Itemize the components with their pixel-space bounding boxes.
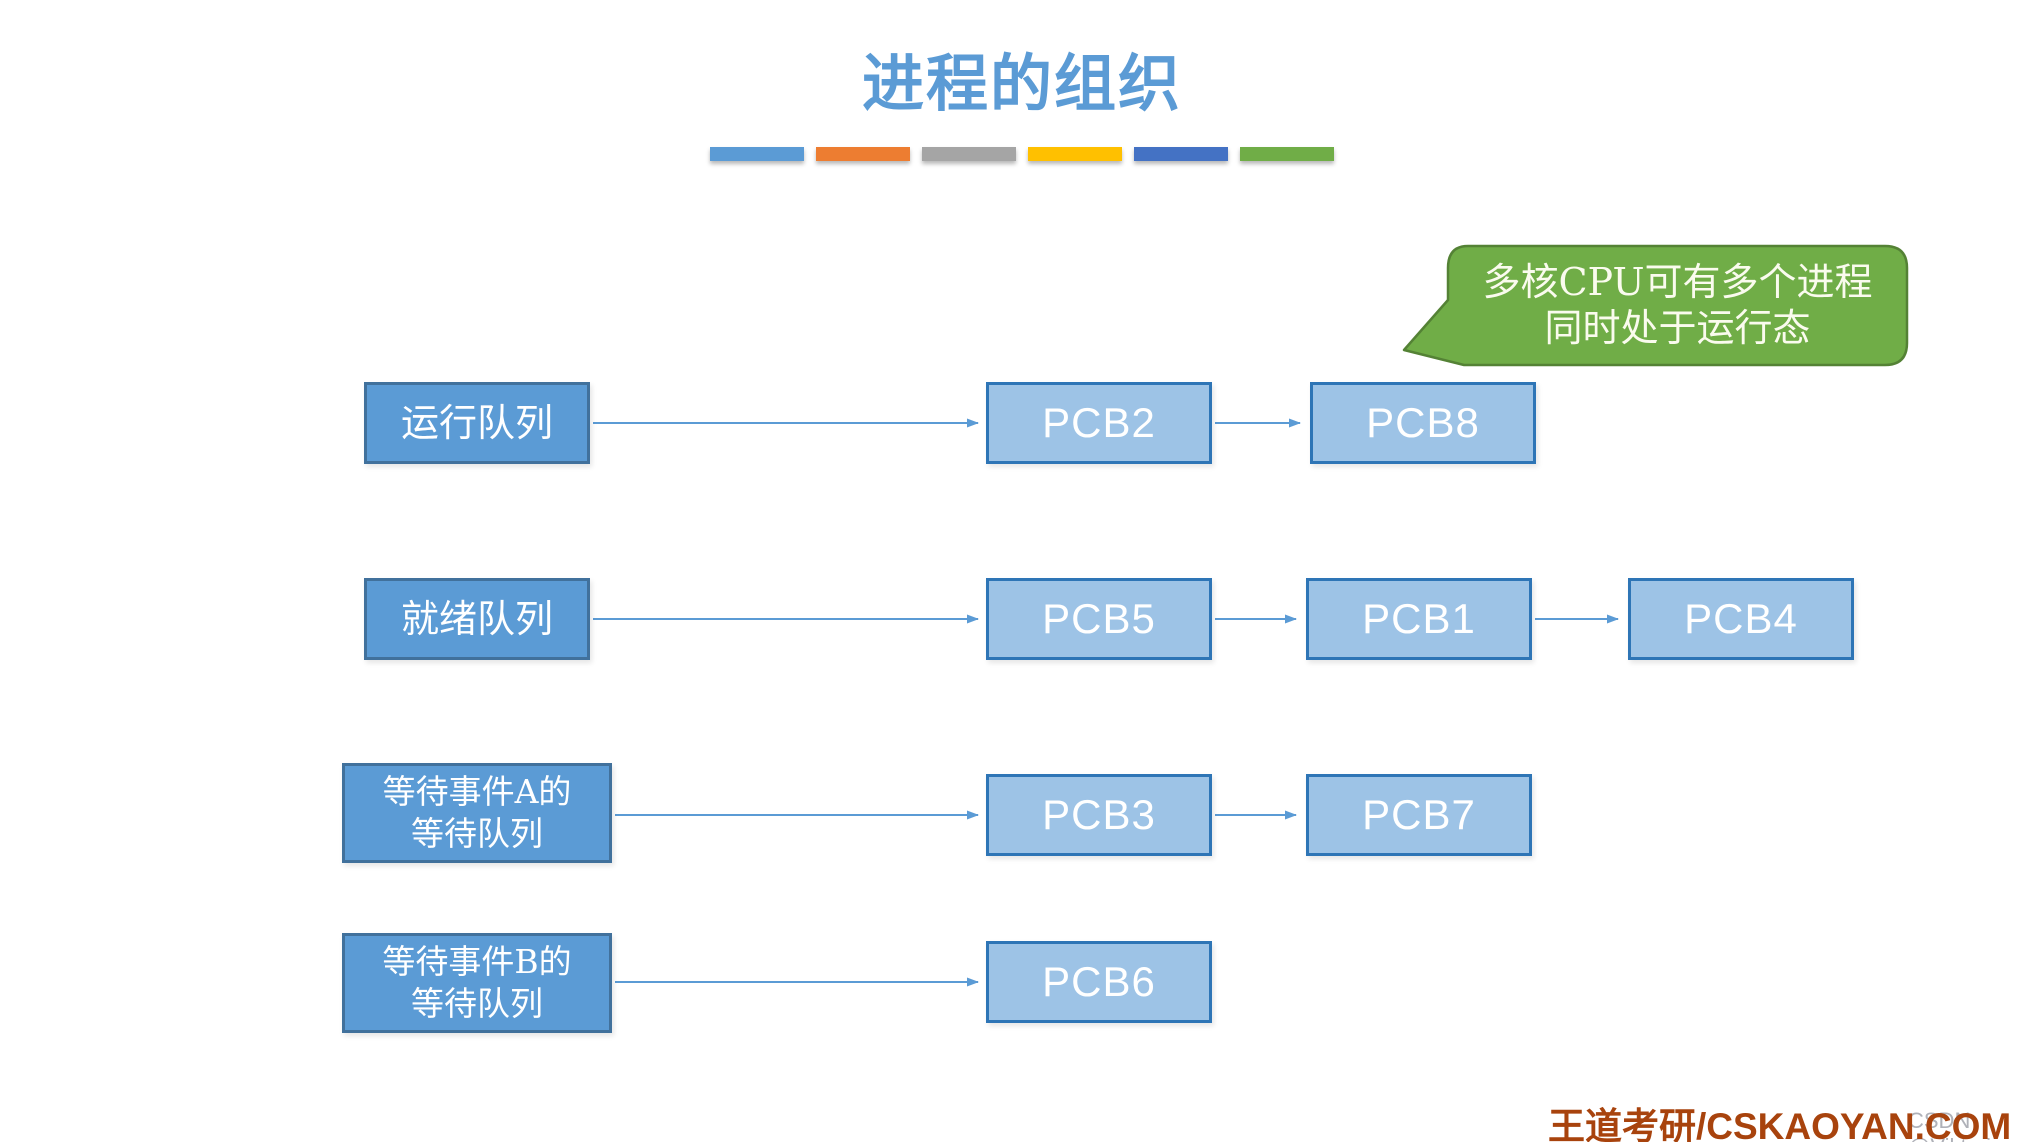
accent-bar-blue xyxy=(710,147,804,161)
pcb-box-pcb3-label: PCB3 xyxy=(1042,791,1156,838)
queue-box-ready: 就绪队列 xyxy=(364,578,590,660)
pcb-box-pcb7: PCB7 xyxy=(1306,774,1532,856)
accent-bar-gold xyxy=(1028,147,1122,161)
pcb-box-pcb8-label: PCB8 xyxy=(1366,399,1480,446)
accent-bar-green xyxy=(1240,147,1334,161)
pcb-box-pcb8: PCB8 xyxy=(1310,382,1536,464)
pcb-box-pcb7-label: PCB7 xyxy=(1362,791,1476,838)
accent-bar-orange xyxy=(816,147,910,161)
brand-text: 王道考研/CSKAOYAN.COM xyxy=(1548,1106,2012,1142)
pcb-box-pcb3: PCB3 xyxy=(986,774,1212,856)
pcb-box-pcb2: PCB2 xyxy=(986,382,1212,464)
accent-bar-darkblue xyxy=(1134,147,1228,161)
queue-box-wait-event-b-line1: 等待事件B的 xyxy=(382,942,572,981)
pcb-box-pcb6: PCB6 xyxy=(986,941,1212,1023)
pcb-box-pcb4-label: PCB4 xyxy=(1684,595,1798,642)
callout-bubble-shape xyxy=(1402,244,1909,367)
pcb-box-pcb1-label: PCB1 xyxy=(1362,595,1476,642)
queue-box-running: 运行队列 xyxy=(364,382,590,464)
queue-box-wait-event-b-line2: 等待队列 xyxy=(411,984,543,1023)
accent-bars xyxy=(0,147,2044,161)
callout-text-line1: 多核CPU可有多个进程 xyxy=(1482,260,1873,304)
pcb-box-pcb2-label: PCB2 xyxy=(1042,399,1156,446)
pcb-box-pcb1: PCB1 xyxy=(1306,578,1532,660)
queue-box-wait-event-b: 等待事件B的 等待队列 xyxy=(342,933,612,1033)
queue-box-wait-event-a-line2: 等待队列 xyxy=(411,814,543,853)
watermark-text: CSDN @Viktoriae xyxy=(1908,1108,2016,1142)
page-title: 进程的组织 xyxy=(861,47,1182,120)
queue-box-running-label: 运行队列 xyxy=(400,401,553,445)
callout-bubble xyxy=(1402,244,1909,367)
callout-text-line2: 同时处于运行态 xyxy=(1544,306,1811,350)
pcb-box-pcb5: PCB5 xyxy=(986,578,1212,660)
pcb-box-pcb6-label: PCB6 xyxy=(1042,958,1156,1005)
queue-box-ready-label: 就绪队列 xyxy=(400,597,553,641)
pcb-box-pcb4: PCB4 xyxy=(1628,578,1854,660)
accent-bar-gray xyxy=(922,147,1016,161)
queue-box-wait-event-a: 等待事件A的 等待队列 xyxy=(342,763,612,863)
pcb-box-pcb5-label: PCB5 xyxy=(1042,595,1156,642)
callout-text: 多核CPU可有多个进程 同时处于运行态 xyxy=(1448,259,1907,351)
queue-box-wait-event-a-line1: 等待事件A的 xyxy=(382,772,572,811)
